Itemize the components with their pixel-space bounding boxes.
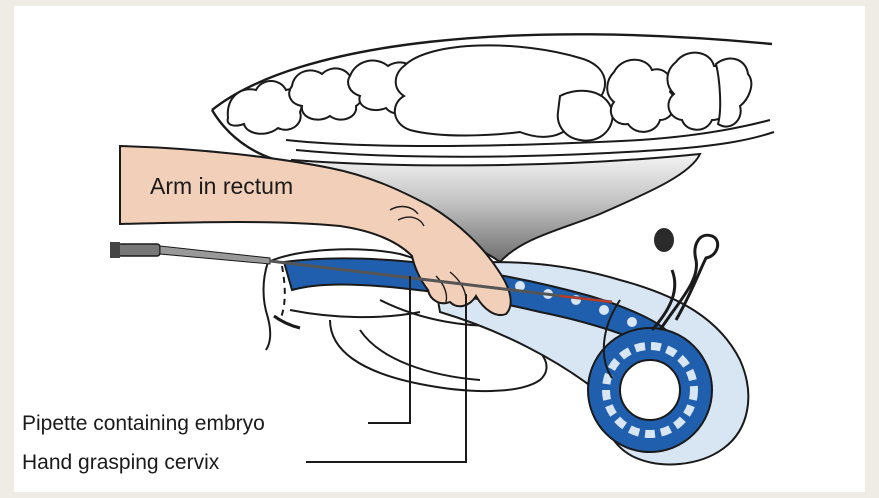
vulva-tip	[274, 316, 300, 328]
arm-label: Arm in rectum	[150, 173, 293, 199]
vulva-dashed	[280, 266, 285, 320]
pipette-label: Pipette containing embryo	[22, 412, 265, 435]
ovary	[654, 228, 674, 252]
hand-label: Hand grasping cervix	[22, 451, 220, 474]
vertebrae	[228, 45, 752, 140]
